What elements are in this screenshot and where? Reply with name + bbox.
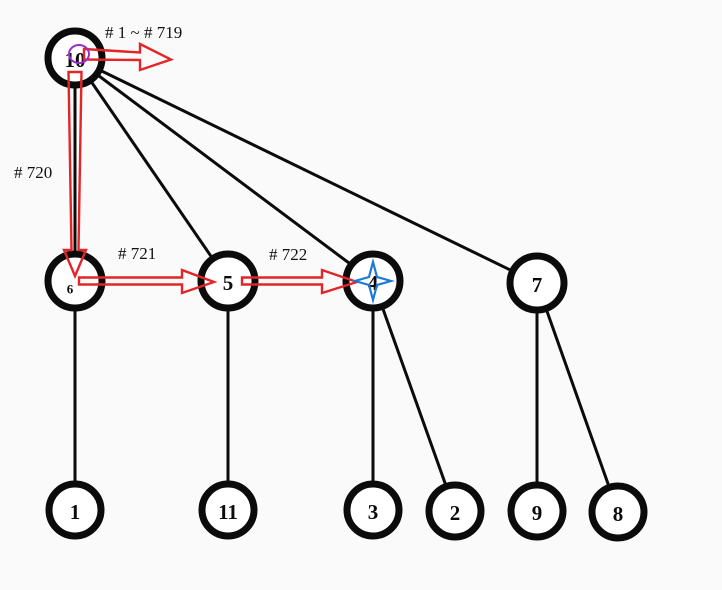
node-2: 2 bbox=[425, 481, 485, 541]
label-op-722: # 722 bbox=[269, 245, 307, 264]
node-3: 3 bbox=[343, 480, 403, 540]
node-root-label: 10 bbox=[65, 48, 86, 72]
node-2-label: 2 bbox=[450, 501, 461, 525]
arrow-op-720 bbox=[62, 70, 88, 280]
node-3-label: 3 bbox=[368, 500, 379, 524]
blue-star-icon bbox=[350, 257, 396, 305]
node-5-label: 5 bbox=[223, 271, 234, 295]
node-7-circle bbox=[506, 252, 568, 314]
node-root: 10 bbox=[44, 27, 106, 89]
node-1-circle bbox=[45, 480, 105, 540]
node-9: 9 bbox=[507, 481, 567, 541]
node-11-label: 11 bbox=[218, 500, 238, 524]
node-root-circle bbox=[44, 27, 106, 89]
node-1-label: 1 bbox=[70, 500, 81, 524]
annotation-layer bbox=[68, 44, 396, 305]
node-9-circle bbox=[507, 481, 567, 541]
node-5-circle bbox=[197, 250, 259, 312]
edge-root-5 bbox=[73, 57, 230, 282]
node-7-label: 7 bbox=[532, 273, 543, 297]
node-layer: 10 6 5 4 7 1 bbox=[44, 27, 648, 542]
node-2-circle bbox=[425, 481, 485, 541]
label-ops-1-719: # 1 ~ # 719 bbox=[105, 23, 182, 42]
label-op-721: # 721 bbox=[118, 244, 156, 263]
arrow-ops-1-719 bbox=[82, 42, 175, 72]
node-4-label: 4 bbox=[368, 271, 379, 295]
edge-root-4 bbox=[74, 56, 374, 283]
edge-root-7 bbox=[74, 56, 538, 285]
arrow-op-722 bbox=[240, 268, 361, 295]
node-8-circle bbox=[588, 482, 648, 542]
node-4-circle bbox=[342, 250, 404, 312]
node-3-circle bbox=[343, 480, 403, 540]
label-layer: # 1 ~ # 719 # 720 # 721 # 722 bbox=[14, 23, 307, 264]
node-7: 7 bbox=[506, 252, 568, 314]
edge-7-8 bbox=[535, 282, 620, 513]
node-1: 1 bbox=[45, 480, 105, 540]
node-11-circle bbox=[198, 480, 258, 540]
node-8-label: 8 bbox=[613, 502, 624, 526]
edge-layer bbox=[73, 56, 620, 513]
arrow-layer bbox=[62, 42, 361, 295]
node-6: 6 bbox=[44, 250, 106, 312]
node-8: 8 bbox=[588, 482, 648, 542]
arrow-op-721 bbox=[77, 268, 218, 295]
node-6-label: 6 bbox=[67, 282, 74, 297]
node-6-circle bbox=[44, 250, 106, 312]
node-9-label: 9 bbox=[532, 501, 543, 525]
edge-4-2 bbox=[371, 280, 457, 512]
node-4: 4 bbox=[342, 250, 404, 312]
node-11: 11 bbox=[198, 480, 258, 540]
purple-highlight-ring bbox=[68, 44, 90, 64]
label-op-720: # 720 bbox=[14, 163, 52, 182]
node-5: 5 bbox=[197, 250, 259, 312]
